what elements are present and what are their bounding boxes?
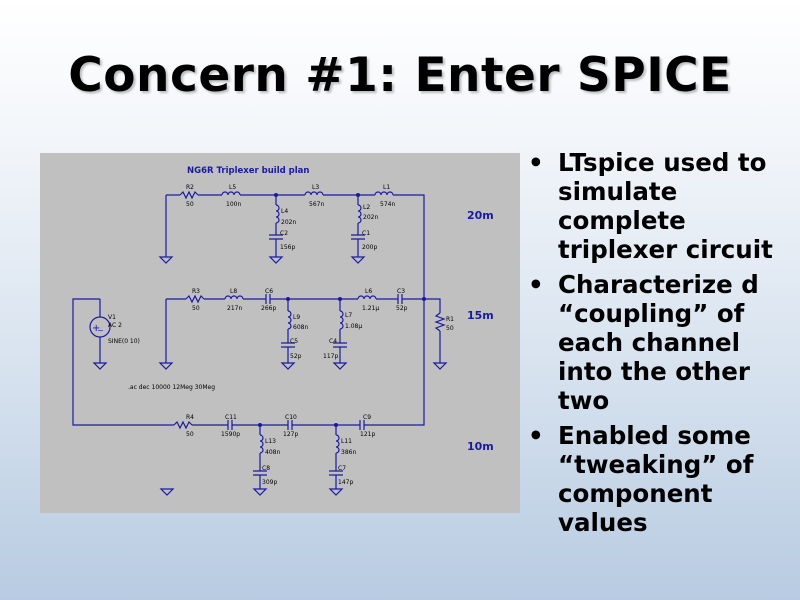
l11-value: 386n xyxy=(341,449,356,456)
svg-text:~: ~ xyxy=(97,326,104,335)
bullet-dot-icon: • xyxy=(528,421,544,450)
l5-value: 100n xyxy=(226,201,241,208)
c10-name: C10 xyxy=(285,414,297,421)
l4-value: 202n xyxy=(281,219,296,226)
c11-name: C11 xyxy=(225,414,237,421)
band-label-10m: 10m xyxy=(467,440,494,453)
schematic-title: NG6R Triplexer build plan xyxy=(187,166,309,176)
l8-name: L8 xyxy=(230,288,237,295)
l7-name: L7 xyxy=(345,312,352,319)
l8-value: 217n xyxy=(227,305,242,312)
c1-name: C1 xyxy=(362,230,370,237)
c2-name: C2 xyxy=(280,230,288,237)
c10-value: 127p xyxy=(283,431,298,438)
c4-value: 117p xyxy=(323,353,338,360)
l7-value: 1.08µ xyxy=(345,323,362,330)
l6-value: 1.21µ xyxy=(362,305,379,312)
schematic-drawing: + ~ NG6R Triplexer build plan 20m 15m 10… xyxy=(72,166,494,496)
c7-value: 147p xyxy=(338,479,353,486)
l11-name: L11 xyxy=(341,438,352,445)
r3-name: R3 xyxy=(192,288,200,295)
bullet-item: • Enabled some “tweaking” of component va… xyxy=(528,421,800,537)
bullet-dot-icon: • xyxy=(528,270,544,299)
source-sine: SINE(0 10) xyxy=(108,338,140,345)
bullet-item: • LTspice used to simulate complete tripl… xyxy=(528,148,800,264)
l2-name: L2 xyxy=(363,204,370,211)
slide-title: Concern #1: Enter SPICE xyxy=(68,48,732,103)
r4-name: R4 xyxy=(186,414,194,421)
bullet-text: LTspice used to simulate complete triple… xyxy=(558,148,773,264)
load-value: 50 xyxy=(446,325,454,332)
l2-value: 202n xyxy=(363,214,378,221)
l1-name: L1 xyxy=(383,184,390,191)
r4-value: 50 xyxy=(186,431,194,438)
l3-name: L3 xyxy=(312,184,319,191)
c5-value: 52p xyxy=(290,353,302,360)
bullet-dot-icon: • xyxy=(528,148,544,177)
source-ac: AC 2 xyxy=(108,322,122,329)
c11-value: 1590p xyxy=(221,431,240,438)
l6-name: L6 xyxy=(365,288,372,295)
r2-value: 50 xyxy=(186,201,194,208)
c3-value: 52p xyxy=(396,305,408,312)
c5-name: C5 xyxy=(290,338,298,345)
c7-name: C7 xyxy=(338,465,346,472)
c2-value: 156p xyxy=(280,244,295,251)
bullet-item: • Characterize d “coupling” of each chann… xyxy=(528,270,800,415)
band-label-20m: 20m xyxy=(467,209,494,222)
l9-value: 608n xyxy=(293,324,308,331)
band-label-15m: 15m xyxy=(467,309,494,322)
load-name: R1 xyxy=(446,316,454,323)
l9-name: L9 xyxy=(293,314,300,321)
l4-name: L4 xyxy=(281,208,288,215)
r2-name: R2 xyxy=(186,184,194,191)
c8-value: 309p xyxy=(262,479,277,486)
c8-name: C8 xyxy=(262,465,270,472)
l1-value: 574n xyxy=(380,201,395,208)
source-name: V1 xyxy=(108,314,116,321)
bullet-list: • LTspice used to simulate complete tripl… xyxy=(528,148,800,543)
l3-value: 567n xyxy=(309,201,324,208)
ac-directive: .ac dec 10000 12Meg 30Meg xyxy=(128,384,215,391)
l13-value: 408n xyxy=(265,449,280,456)
bullet-text: Characterize d “coupling” of each channe… xyxy=(558,270,759,415)
c9-value: 121p xyxy=(360,431,375,438)
c6-name: C6 xyxy=(265,288,273,295)
l5-name: L5 xyxy=(229,184,236,191)
triplexer-schematic: + ~ NG6R Triplexer build plan 20m 15m 10… xyxy=(40,153,520,513)
l13-name: L13 xyxy=(265,438,276,445)
svg-text:+: + xyxy=(92,323,100,334)
c3-name: C3 xyxy=(397,288,405,295)
c4-name: C4 xyxy=(329,338,337,345)
c6-value: 266p xyxy=(261,305,276,312)
c9-name: C9 xyxy=(363,414,371,421)
bullet-text: Enabled some “tweaking” of component val… xyxy=(558,421,754,537)
c1-value: 200p xyxy=(362,244,377,251)
r3-value: 50 xyxy=(192,305,200,312)
